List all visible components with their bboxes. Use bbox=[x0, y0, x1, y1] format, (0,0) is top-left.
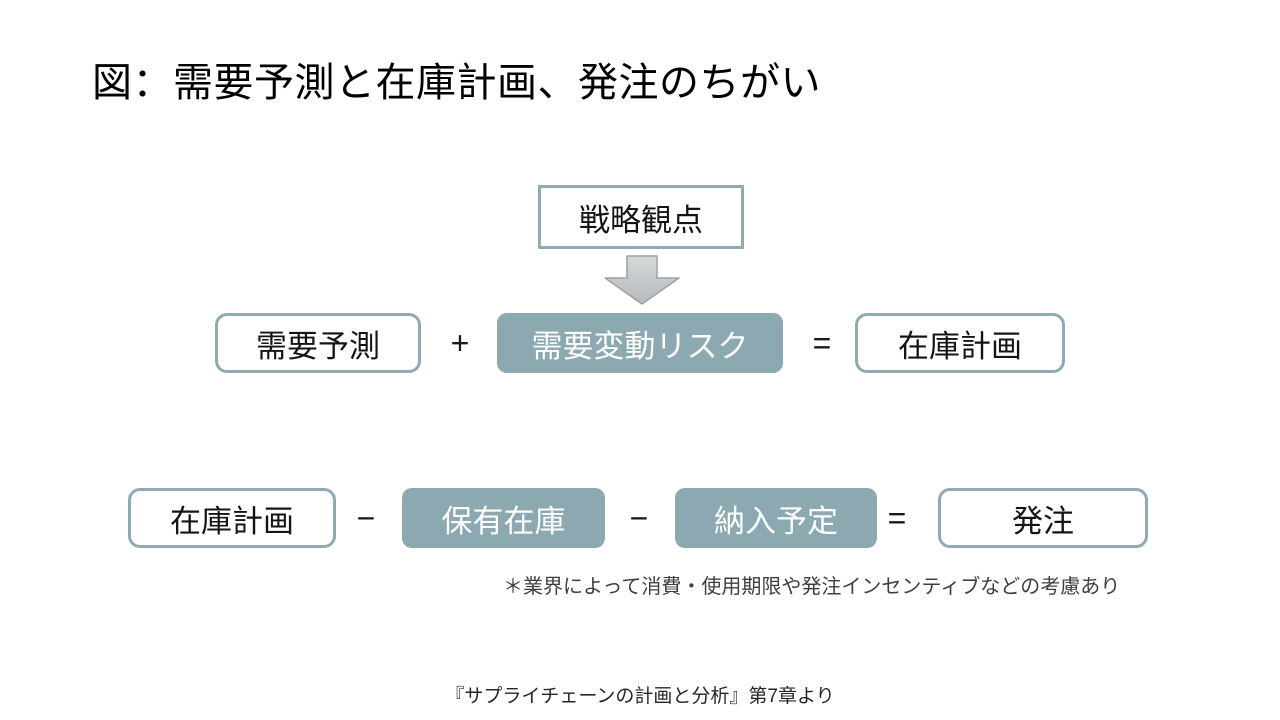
scheduled-receipts-label: 納入予定 bbox=[714, 503, 838, 539]
demand-forecast-label: 需要予測 bbox=[256, 328, 380, 364]
scheduled-receipts-box: 納入予定 bbox=[675, 488, 877, 548]
order-result-label: 発注 bbox=[1012, 503, 1074, 539]
plus-operator: + bbox=[450, 324, 470, 361]
equals-operator-2: = bbox=[887, 499, 907, 536]
industry-note: ＊業界によって消費・使用期限や発注インセンティブなどの考慮あり bbox=[503, 576, 1121, 598]
source-citation: 『サプライチェーンの計画と分析』第7章より bbox=[445, 686, 835, 707]
inventory-plan-label: 在庫計画 bbox=[170, 503, 294, 539]
strategy-viewpoint-box: 戦略観点 bbox=[538, 185, 744, 249]
order-result-box: 発注 bbox=[938, 488, 1148, 548]
minus-operator-1: − bbox=[356, 499, 376, 536]
slide-title: 図：需要予測と在庫計画、発注のちがい bbox=[92, 61, 821, 105]
on-hand-inventory-label: 保有在庫 bbox=[441, 503, 566, 539]
demand-forecast-box: 需要予測 bbox=[215, 313, 421, 373]
demand-variability-risk-box: 需要変動リスク bbox=[497, 313, 783, 373]
inventory-plan-result-label: 在庫計画 bbox=[898, 328, 1022, 364]
on-hand-inventory-box: 保有在庫 bbox=[402, 488, 605, 548]
inventory-plan-result-box: 在庫計画 bbox=[855, 313, 1065, 373]
inventory-plan-box: 在庫計画 bbox=[128, 488, 336, 548]
strategy-viewpoint-label: 戦略観点 bbox=[579, 202, 703, 238]
equals-operator-1: = bbox=[812, 324, 832, 361]
minus-operator-2: − bbox=[629, 499, 649, 536]
demand-variability-risk-label: 需要変動リスク bbox=[531, 328, 749, 364]
down-arrow-icon bbox=[604, 255, 680, 305]
